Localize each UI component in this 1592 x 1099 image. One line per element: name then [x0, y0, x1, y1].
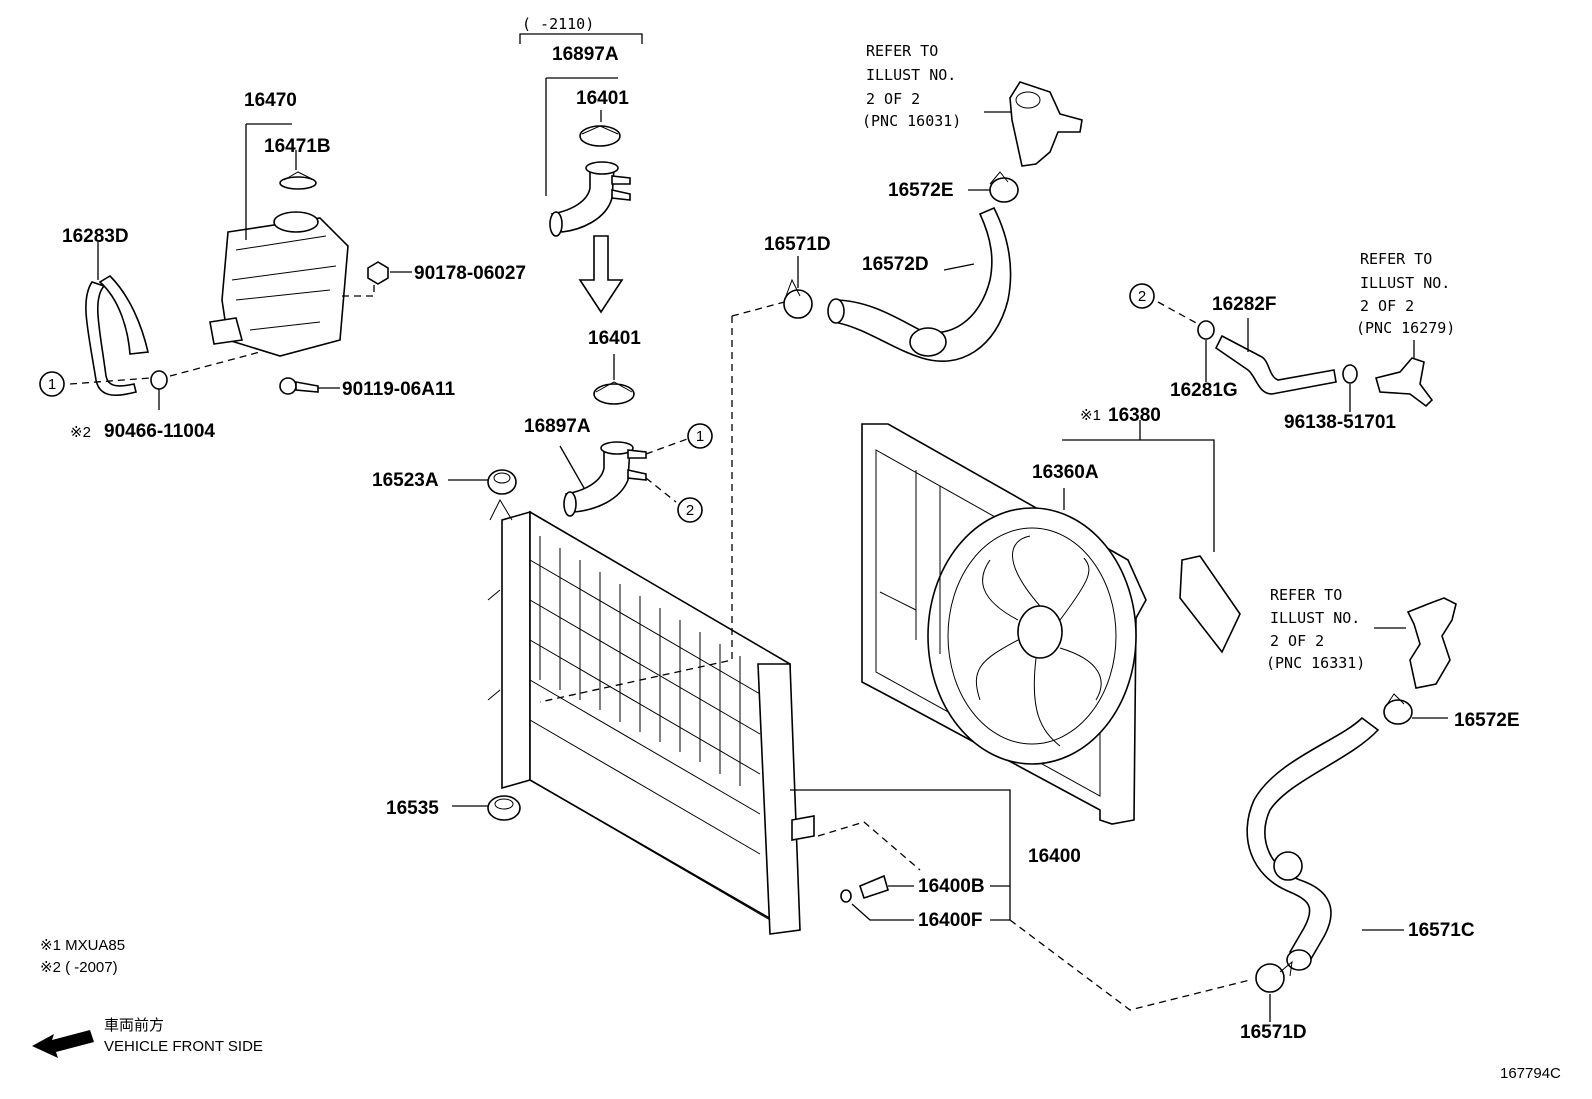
- filler-neck-16897A: [563, 441, 647, 517]
- hose-clip-90466: [150, 370, 168, 390]
- hose-clamp-16572E-bot: [1383, 693, 1413, 725]
- label-16400F: 16400F: [918, 910, 982, 931]
- refer-to-16031: REFER TO ILLUST NO. 2 OF 2 (PNC 16031): [862, 42, 961, 130]
- circle-ref-1-left: 1: [39, 371, 65, 397]
- label-16572E-top: 16572E: [888, 180, 954, 201]
- label-note-mark-2: ※2: [70, 424, 91, 441]
- filler-neck-top-16897A: [549, 161, 631, 237]
- radiator-16400: [487, 498, 815, 935]
- label-16380: 16380: [1108, 405, 1161, 426]
- refer-to-16331: REFER TO ILLUST NO. 2 OF 2 (PNC 16331): [1266, 586, 1365, 672]
- svg-text:(PNC 16331): (PNC 16331): [1266, 654, 1365, 672]
- label-16400B: 16400B: [918, 876, 985, 897]
- svg-text:REFER TO: REFER TO: [1270, 586, 1342, 604]
- label-90466-11004: 90466-11004: [104, 421, 215, 442]
- replacement-arrow: [578, 235, 624, 314]
- label-16897A-mid: 16897A: [524, 416, 591, 437]
- label-16571D-bot: 16571D: [1240, 1022, 1307, 1043]
- radiator-cap-top-16401: [579, 125, 621, 147]
- svg-text:2 OF 2: 2 OF 2: [1270, 632, 1324, 650]
- label-16470: 16470: [244, 90, 297, 111]
- label-16401-mid: 16401: [588, 328, 641, 349]
- label-16283D: 16283D: [62, 226, 129, 247]
- label-note-mark-1: ※1: [1080, 407, 1101, 424]
- svg-text:ILLUST NO.: ILLUST NO.: [1360, 274, 1450, 292]
- inlet-ref-16331: [1406, 597, 1457, 689]
- label-16401-top: 16401: [576, 88, 629, 109]
- hose-clip-96138: [1342, 364, 1358, 384]
- svg-text:(PNC 16279): (PNC 16279): [1356, 319, 1455, 337]
- svg-text:2 OF 2: 2 OF 2: [1360, 297, 1414, 315]
- label-16281G: 16281G: [1170, 380, 1238, 401]
- hose-clamp-16571D-top: [783, 278, 813, 319]
- svg-text:ILLUST NO.: ILLUST NO.: [1270, 609, 1360, 627]
- circle-ref-1-right: 1: [687, 423, 713, 449]
- illustration-number: 167794C: [1500, 1065, 1561, 1082]
- svg-text:REFER TO: REFER TO: [1360, 250, 1432, 268]
- front-label-jp: 車両前方: [104, 1017, 164, 1034]
- water-outlet-ref-16031: [1009, 81, 1083, 167]
- label-16282F: 16282F: [1212, 294, 1276, 315]
- svg-text:2: 2: [1138, 288, 1146, 305]
- reservoir-tank: [209, 211, 349, 357]
- label-16897A-top: 16897A: [552, 44, 619, 65]
- label-16523A: 16523A: [372, 470, 439, 491]
- panel-16380: [1179, 555, 1241, 654]
- tank-cap-16471B: [279, 171, 317, 190]
- bolt-90119: [279, 377, 319, 395]
- svg-text:(PNC 16031): (PNC 16031): [862, 112, 961, 130]
- fan-shroud-16360A: [861, 423, 1147, 825]
- o-ring-16400F: [840, 889, 852, 903]
- bypass-hose-16283D: [85, 274, 149, 397]
- hose-clip-16281G: [1197, 320, 1215, 340]
- svg-text:1: 1: [696, 428, 704, 445]
- label-16360A: 16360A: [1032, 462, 1099, 483]
- footnote-1: ※1 MXUA85: [40, 937, 125, 954]
- svg-text:2: 2: [686, 502, 694, 519]
- svg-text:1: 1: [48, 376, 56, 393]
- footnote-2: ※2 ( -2007): [40, 959, 118, 976]
- label-16535: 16535: [386, 798, 439, 819]
- label-16471B: 16471B: [264, 136, 331, 157]
- label-96138-51701: 96138-51701: [1284, 412, 1396, 433]
- label-16400: 16400: [1028, 846, 1081, 867]
- circle-ref-2-mid: 2: [677, 497, 703, 523]
- front-label-en: VEHICLE FRONT SIDE: [104, 1038, 263, 1055]
- drain-cock-16400B: [859, 874, 889, 900]
- front-arrow-icon: [32, 1030, 94, 1058]
- circle-ref-2-right: 2: [1129, 283, 1155, 309]
- hose-clamp-16572E-top: [989, 171, 1019, 203]
- svg-text:ILLUST NO.: ILLUST NO.: [866, 66, 956, 84]
- mount-cushion-16535: [487, 795, 521, 821]
- label-16897A-range: ( -2110): [522, 15, 594, 33]
- label-16571D-top: 16571D: [764, 234, 831, 255]
- label-16571C: 16571C: [1408, 920, 1475, 941]
- label-90178-06027: 90178-06027: [414, 263, 526, 284]
- bypass-hose-16282F: [1214, 334, 1337, 395]
- mount-cushion-16523A: [487, 469, 517, 495]
- hose-clamp-16571D-bot: [1255, 960, 1293, 993]
- refer-to-16279: REFER TO ILLUST NO. 2 OF 2 (PNC 16279): [1356, 250, 1455, 337]
- radiator-cap-16401: [593, 381, 635, 405]
- label-90119-06A11: 90119-06A11: [342, 379, 455, 400]
- lower-hose-16571C: [1246, 716, 1380, 971]
- label-16572E-bot: 16572E: [1454, 710, 1520, 731]
- upper-hose-16572D: [827, 206, 1012, 363]
- pipe-ref-16279: [1375, 357, 1434, 408]
- svg-text:2 OF 2: 2 OF 2: [866, 90, 920, 108]
- label-16572D: 16572D: [862, 254, 929, 275]
- svg-text:REFER TO: REFER TO: [866, 42, 938, 60]
- nut-90178: [367, 261, 389, 285]
